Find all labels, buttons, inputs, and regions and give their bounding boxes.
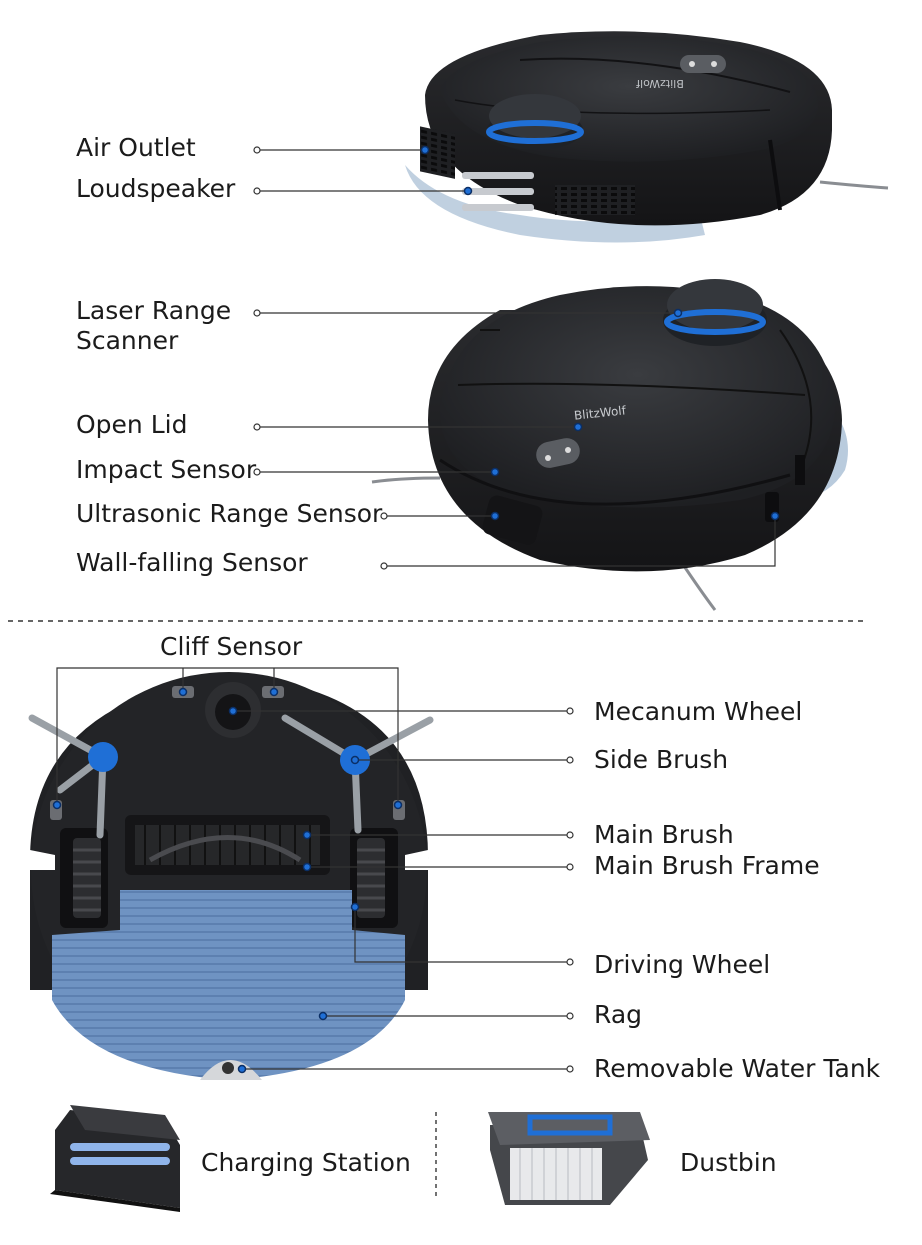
- dustbin-illustration: [488, 1112, 650, 1205]
- label-side-brush: Side Brush: [594, 745, 729, 774]
- label-main-brush: Main Brush: [594, 820, 734, 849]
- label-main-brush-frame: Main Brush Frame: [594, 851, 820, 880]
- leader-markers: [52, 145, 780, 1074]
- label-air-outlet: Air Outlet: [76, 133, 196, 162]
- label-loudspeaker: Loudspeaker: [76, 174, 236, 203]
- label-wall-falling-sensor: Wall-falling Sensor: [76, 548, 308, 577]
- label-ultrasonic-range-sensor: Ultrasonic Range Sensor: [76, 499, 383, 528]
- label-charging-station: Charging Station: [201, 1148, 411, 1177]
- label-driving-wheel: Driving Wheel: [594, 950, 771, 979]
- label-removable-water-tank: Removable Water Tank: [594, 1054, 881, 1083]
- logo-mirrored: BlitzWolf: [635, 77, 684, 90]
- charging-station-illustration: [50, 1105, 180, 1212]
- robot-bottom-view: [28, 672, 434, 1080]
- label-open-lid: Open Lid: [76, 410, 188, 439]
- label-rag: Rag: [594, 1000, 643, 1029]
- robot-front-view: BlitzWolf: [371, 279, 848, 611]
- label-impact-sensor: Impact Sensor: [76, 455, 257, 484]
- label-mecanum-wheel: Mecanum Wheel: [594, 697, 803, 726]
- label-laser-range-scanner: Laser Range Scanner: [76, 296, 232, 355]
- label-dustbin: Dustbin: [680, 1148, 777, 1177]
- leader-lines: [56, 149, 776, 1070]
- robot-rear-view: BlitzWolf: [405, 31, 889, 243]
- label-cliff-sensor: Cliff Sensor: [160, 632, 303, 661]
- logo-front: BlitzWolf: [573, 403, 627, 422]
